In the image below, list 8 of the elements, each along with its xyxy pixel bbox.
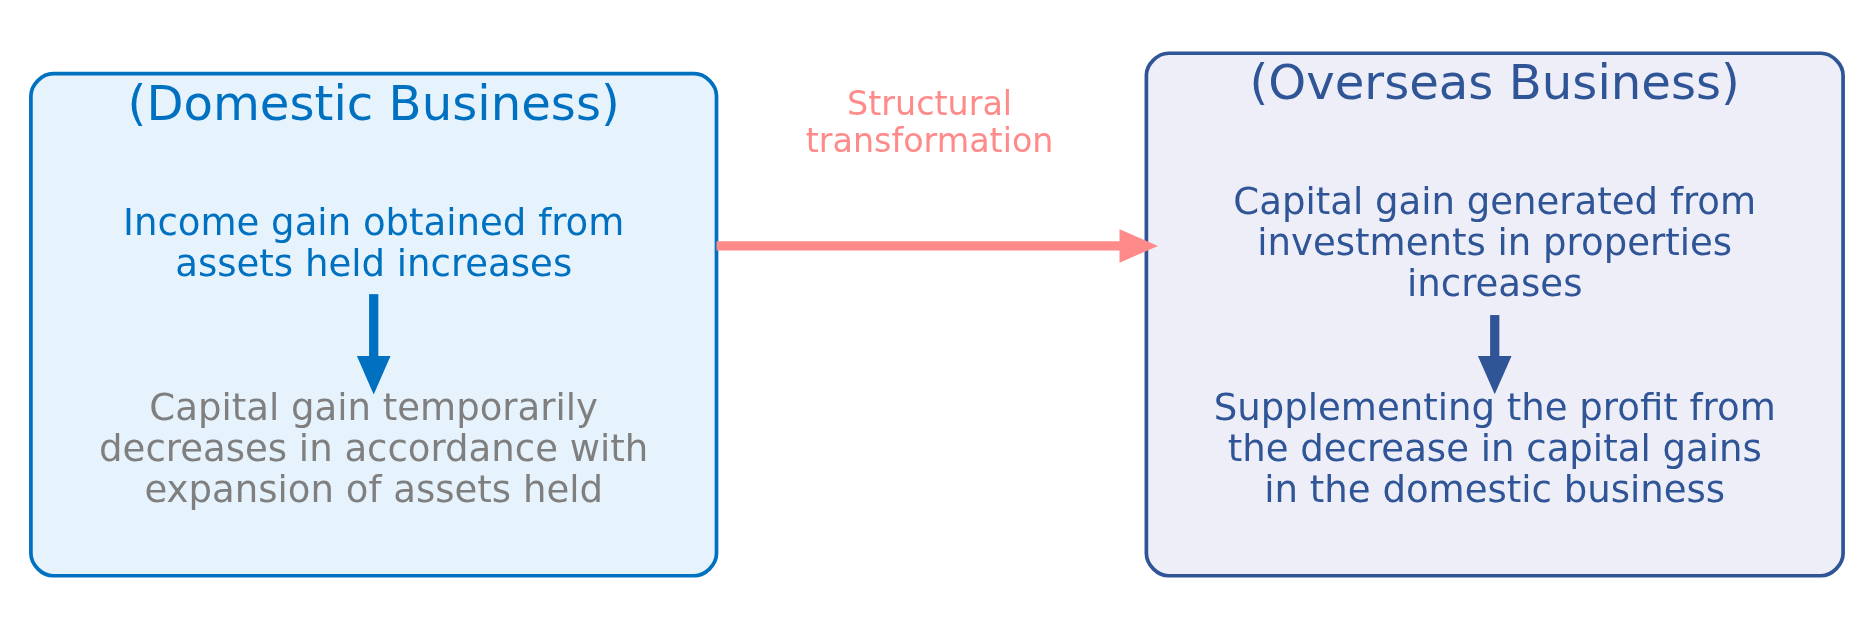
node-text: Capital gain generated from investments in properties increases <box>1233 180 1757 305</box>
arrow <box>356 294 391 395</box>
edge-label: Structural transformation <box>805 84 1054 161</box>
node-text: Capital gain temporarily decreases in accordance with expansion of assets held <box>99 386 649 511</box>
node-text: Income gain obtained from assets held increases <box>123 200 625 285</box>
node-text: Supplementing the profit from the decrease in capital gains in the domestic business <box>1213 386 1776 511</box>
arrow <box>716 229 1158 263</box>
arrow <box>1477 315 1512 395</box>
